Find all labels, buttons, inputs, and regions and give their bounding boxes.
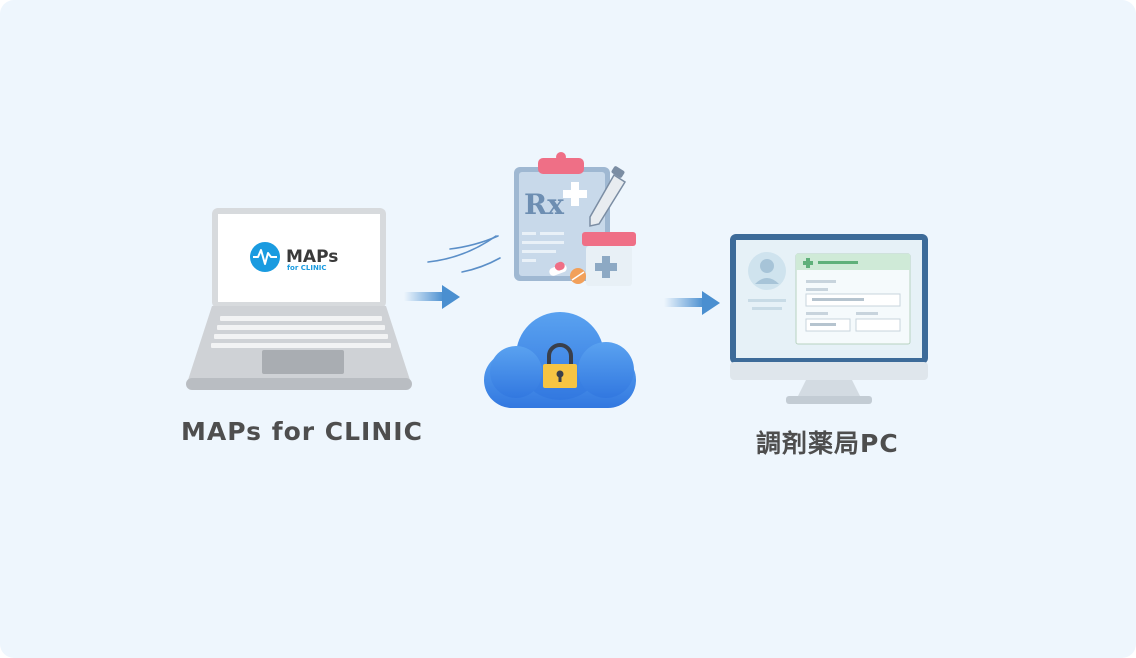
pill-bottle-icon	[582, 232, 636, 286]
logo-sub-text: for CLINIC	[287, 264, 327, 272]
logo-main-text: MAPs	[286, 247, 338, 267]
rx-symbol: Rx	[524, 188, 564, 221]
laptop-icon	[186, 208, 412, 390]
patient-record-card	[748, 252, 911, 345]
motion-lines	[427, 235, 501, 273]
medical-cross-icon	[563, 182, 587, 206]
pills-icon	[549, 261, 586, 284]
pharmacy-label: 調剤薬局PC	[756, 429, 899, 458]
flow-arrow-left	[404, 285, 460, 309]
pen-icon	[589, 166, 627, 227]
lock-icon	[543, 343, 577, 388]
maps-logo: MAPs for CLINIC	[250, 242, 338, 272]
flow-arrow-right	[664, 291, 720, 315]
cloud-icon	[484, 312, 636, 408]
clinic-label: MAPs for CLINIC	[181, 417, 423, 446]
